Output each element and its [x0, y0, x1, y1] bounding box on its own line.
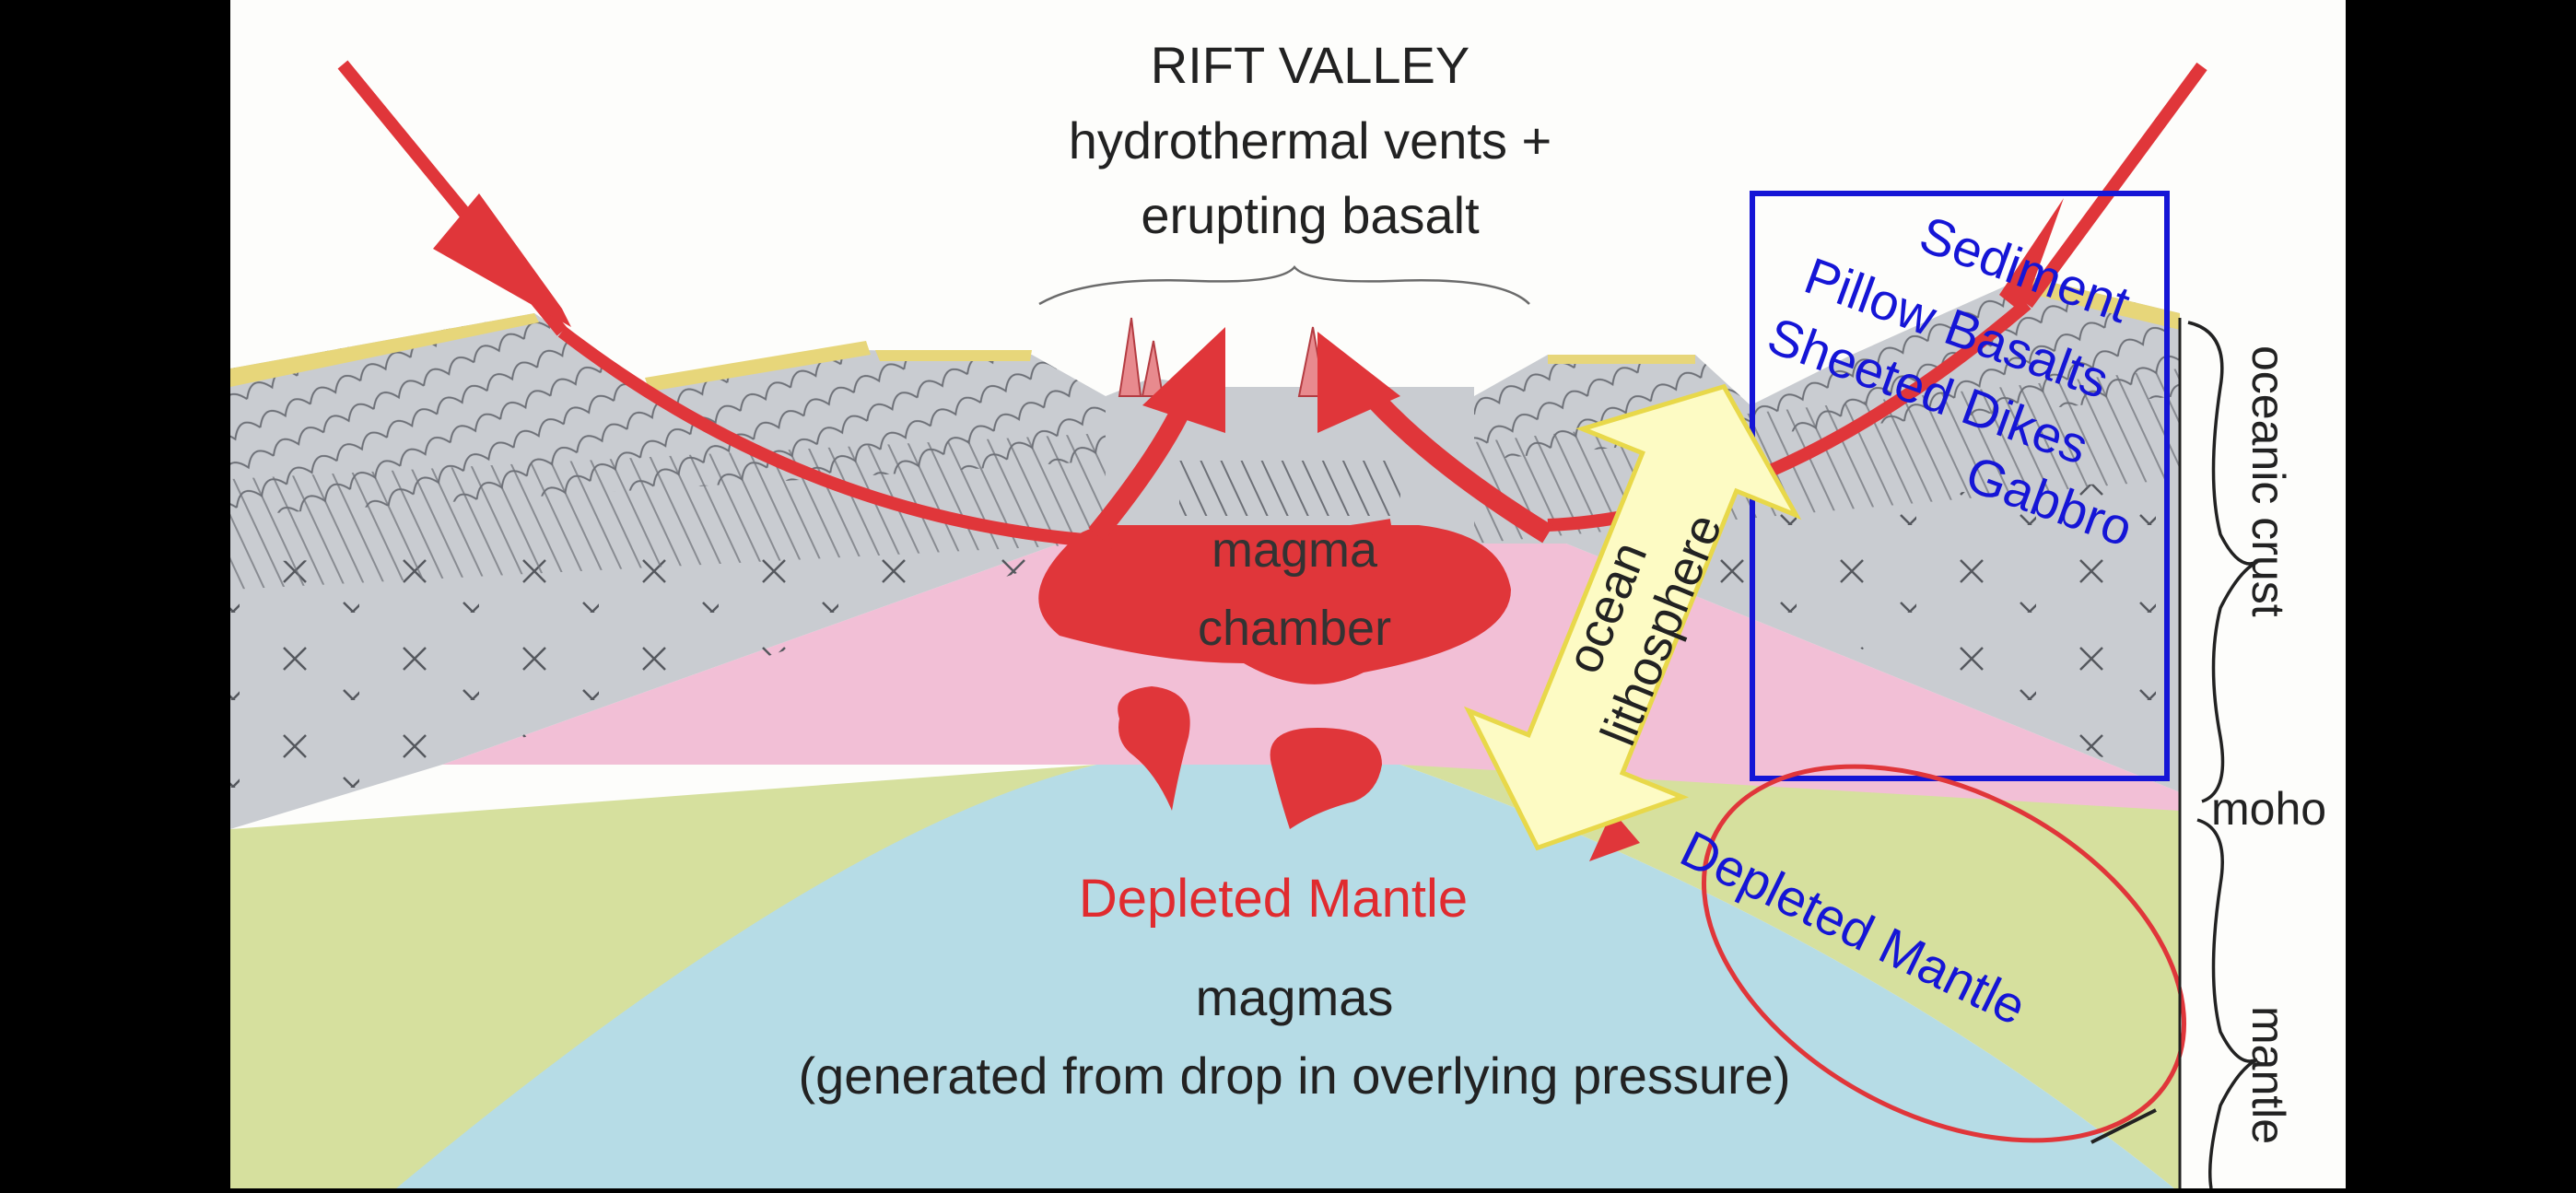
sediment-left — [230, 313, 539, 387]
mantle-brace — [2196, 818, 2258, 1189]
sediment-right — [1548, 355, 1695, 364]
depleted-mantle-ellipse — [1701, 764, 2187, 1143]
depleted-mantle-left — [230, 765, 1096, 1188]
mantle-label: mantle — [2242, 1006, 2294, 1144]
magma-chamber — [1038, 525, 1511, 684]
rift-brace — [1038, 265, 1530, 306]
oceanic-crust-brace — [2187, 321, 2258, 803]
magma-blob — [1270, 728, 1382, 829]
erupting-label: erupting basalt — [1141, 186, 1480, 244]
oceanic-crust-label: oceanic crust — [2242, 345, 2294, 617]
depleted-mantle-center-label: Depleted Mantle — [1079, 869, 1468, 929]
downward-arrow-right — [2021, 62, 2207, 309]
generated-label: (generated from drop in overlying pressu… — [799, 1047, 1791, 1105]
ocean-lithosphere-arrow — [1463, 383, 1802, 851]
hydrothermal-vent — [1118, 317, 1142, 397]
hydrothermal-label: hydrothermal vents + — [1069, 111, 1551, 170]
magma-label: magma — [1212, 522, 1378, 578]
moho-label: moho — [2211, 783, 2326, 835]
chamber-label: chamber — [1198, 601, 1391, 656]
spreading-flow-right — [1547, 298, 2032, 532]
spreading-flow-left — [557, 326, 1393, 551]
upwelling-arrow-right — [1355, 380, 1553, 544]
magmas-label: magmas — [1196, 968, 1394, 1026]
magma-blob — [1118, 686, 1190, 811]
rift-valley-title: RIFT VALLEY — [1151, 36, 1470, 94]
depleted-mantle-right-zone — [1400, 765, 2180, 1188]
asthenosphere-zone — [230, 765, 2174, 1188]
